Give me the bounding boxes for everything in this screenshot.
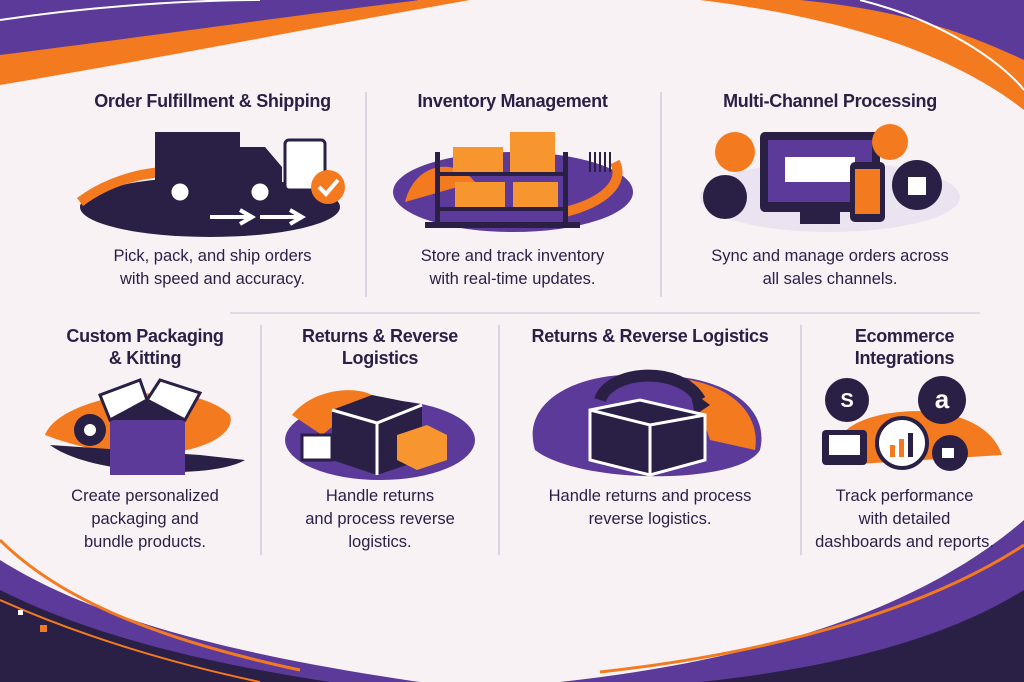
return-boxes-icon	[285, 390, 475, 480]
card-description: Handle returns and process	[548, 487, 752, 505]
divider	[800, 325, 802, 555]
card-title-line: Returns & Reverse	[302, 326, 458, 346]
card-description: bundle products.	[83, 533, 206, 551]
divider	[230, 312, 980, 314]
card-description: with speed and accuracy.	[120, 270, 305, 288]
card-description: Store and track inventory	[420, 247, 605, 265]
card-description: Create personalized	[71, 487, 219, 505]
card-description: Pick, pack, and ship orders	[113, 247, 312, 265]
delivery-truck-icon	[77, 132, 345, 237]
divider	[498, 325, 500, 555]
service-card-order-fulfillment: Order Fulfillment & Shipping Pick, pack,…	[60, 90, 365, 300]
card-description: packaging and	[91, 510, 199, 528]
card-title-line: Integrations	[854, 348, 955, 368]
card-title: Order Fulfillment & Shipping	[94, 91, 331, 111]
divider	[660, 92, 662, 297]
card-description: Track performance	[835, 487, 974, 505]
svg-text:a: a	[935, 384, 950, 414]
card-description: with detailed	[858, 510, 951, 528]
card-description: Handle returns	[325, 487, 435, 505]
divider	[365, 92, 367, 297]
card-title-line: Ecommerce	[854, 326, 955, 346]
card-title: Multi-Channel Processing	[723, 91, 937, 111]
svg-text:S: S	[840, 390, 853, 412]
card-title: Returns & Reverse Logistics	[500, 325, 800, 347]
card-title-line: Returns & Reverse Logistics	[531, 326, 769, 346]
card-description: all sales channels.	[762, 270, 898, 288]
multichannel-devices-icon	[700, 124, 960, 232]
card-description: with real-time updates.	[429, 270, 596, 288]
card-title-line: Logistics	[341, 348, 419, 368]
service-card-multichannel: Multi-Channel Processing Sync and manage…	[660, 90, 1000, 300]
card-description: Sync and manage orders across	[711, 247, 949, 265]
card-description: and process reverse	[305, 510, 455, 528]
card-description: reverse logistics.	[588, 510, 712, 528]
service-card-returns-logistics: Returns & Reverse Logistics Handle retur…	[500, 325, 800, 555]
divider	[260, 325, 262, 555]
service-card-custom-packaging: Custom Packaging& Kitting Create persona…	[30, 325, 260, 555]
open-box-gear-icon	[45, 378, 245, 475]
warehouse-shelf-icon	[393, 132, 633, 232]
return-arrow-box-icon	[532, 369, 762, 477]
card-title-line: Custom Packaging	[66, 326, 224, 346]
service-card-inventory: Inventory Management Store and track inv…	[365, 90, 660, 300]
integrations-icon: S a	[822, 376, 1002, 471]
card-description: dashboards and reports.	[815, 533, 994, 551]
card-title: Inventory Management	[417, 91, 608, 111]
card-title: Custom Packaging& Kitting	[30, 325, 260, 369]
card-description: logistics.	[348, 533, 412, 551]
card-title-line: & Kitting	[108, 348, 182, 368]
